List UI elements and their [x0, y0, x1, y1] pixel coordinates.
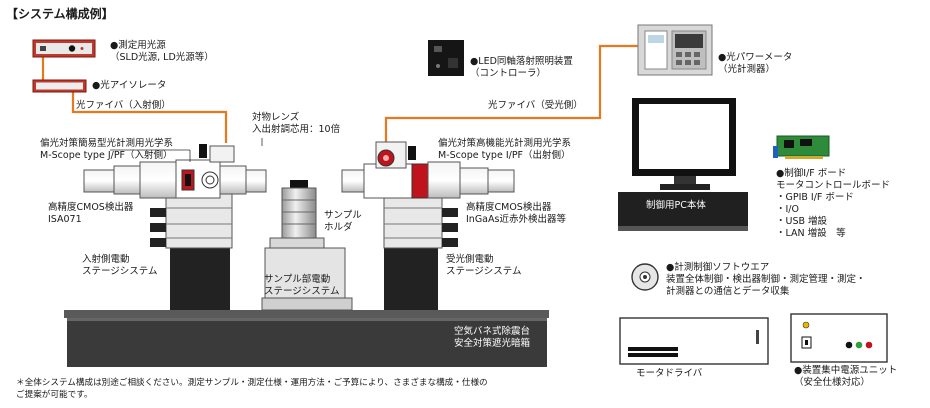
footnote: ＊全体システム構成は別途ご相談ください。測定サンプル・測定仕様・運用方法・ご予算… — [16, 378, 488, 400]
pc-body-icon — [618, 192, 748, 231]
diagram-title: 【システム構成例】 — [6, 7, 114, 21]
sample-stage — [261, 180, 353, 311]
fiber-input — [71, 90, 228, 143]
light-source-label: ●測定用光源（SLD光源, LD光源等） — [110, 40, 214, 63]
motor-driver-label: モータドライバ — [636, 368, 703, 379]
sample-holder-label: サンプルホルダ — [324, 210, 362, 233]
power-unit-icon — [790, 313, 888, 363]
isolator-icon — [32, 79, 87, 93]
fiber-in-label: 光ファイバ（入射側） — [76, 100, 171, 111]
stage-stack-out — [383, 191, 458, 249]
software-disc-icon — [631, 263, 659, 291]
table-label: 空気バネ式除震台安全対策遮光暗箱 — [454, 326, 531, 349]
stage-base-in — [170, 248, 230, 310]
fiber-output — [384, 44, 640, 150]
pc-monitor-icon — [632, 98, 736, 190]
stage-stack-in — [150, 191, 233, 249]
stage-sample-label: サンプル部電動ステージシステム — [264, 274, 340, 297]
stage-out-label: 受光側電動ステージシステム — [446, 254, 522, 277]
stage-in-label: 入射側電動ステージシステム — [82, 254, 158, 277]
light-source-icon — [32, 39, 96, 58]
software-label: ●計測制御ソフトウエア装置全体制御・検出器制御・測定管理・測定・計測器との通信と… — [666, 262, 866, 297]
led-controller-icon — [428, 40, 464, 76]
motor-driver-icon — [619, 317, 769, 365]
stage-base-out — [384, 248, 438, 310]
optics-in — [83, 144, 267, 199]
power-meter-icon — [637, 24, 713, 76]
control-board-icon — [773, 135, 830, 159]
objective-label: 対物レンズ入出射調芯用：10倍 — [252, 112, 341, 135]
power-unit-label: ●装置集中電源ユニット（安全仕様対応） — [794, 365, 898, 388]
fiber-out-label: 光ファイバ（受光側） — [488, 100, 583, 111]
led-controller-label: ●LED同軸落射照明装置（コントローラ） — [470, 56, 573, 79]
pc-label: 制御用PC本体 — [646, 200, 706, 211]
isolation-table — [64, 310, 549, 367]
control-board-label: ●制御I/F ボードモータコントロールボード ・GPIB I/F ボード・I/O… — [776, 168, 891, 239]
isolator-label: ●光アイソレータ — [92, 80, 167, 91]
power-meter-label: ●光パワーメータ（光計測器） — [718, 52, 793, 75]
optics-out — [341, 141, 515, 199]
